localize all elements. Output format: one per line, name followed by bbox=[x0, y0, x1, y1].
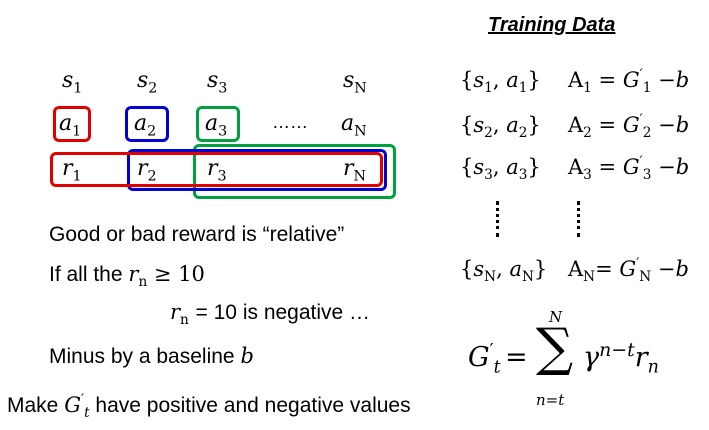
blue-box-rewards bbox=[127, 149, 387, 191]
ellipsis: …… bbox=[272, 112, 308, 132]
vertical-dots-advantages bbox=[577, 201, 583, 237]
text-relative: Good or bad reward is “relative” bbox=[49, 223, 345, 246]
blue-box-a2 bbox=[125, 106, 169, 142]
state-s1: s1 bbox=[62, 68, 83, 97]
text-negative: rn = 10 is negative … bbox=[170, 300, 371, 329]
advantage-3: A3 = G′3 −b bbox=[568, 154, 690, 184]
red-box-a1 bbox=[53, 106, 91, 142]
action-aN: aN bbox=[341, 111, 367, 140]
reward-r2: r2 bbox=[137, 156, 157, 185]
state-s2: s2 bbox=[137, 68, 158, 97]
state-s3: s3 bbox=[207, 68, 228, 97]
green-box-a3 bbox=[196, 106, 240, 142]
formula-sigma: ∑ bbox=[536, 318, 574, 378]
formula-sum-lower: n=t bbox=[536, 391, 565, 409]
training-data-title: Training Data bbox=[488, 14, 616, 36]
advantage-N: AN= G′N −b bbox=[568, 256, 689, 286]
reward-r3: r3 bbox=[207, 156, 227, 185]
advantage-1: A1 = G′1 −b bbox=[568, 67, 690, 97]
state-sN: sN bbox=[343, 68, 367, 97]
formula-lhs: G′t bbox=[468, 341, 501, 378]
action-a1: a1 bbox=[59, 111, 82, 140]
reward-r1: r1 bbox=[62, 156, 82, 185]
text-make-gt: Make G′t have positive and negative valu… bbox=[7, 392, 411, 422]
advantage-2: A2 = G′2 −b bbox=[568, 112, 690, 142]
red-box-rewards bbox=[50, 152, 383, 187]
pair-N: {sN, aN} bbox=[460, 257, 548, 286]
formula-equals: = bbox=[505, 342, 528, 373]
pair-2: {s2, a2} bbox=[460, 113, 541, 142]
pair-1: {s1, a1} bbox=[460, 68, 541, 97]
text-if-all: If all the rn ≥ 10 bbox=[49, 262, 205, 291]
action-a2: a2 bbox=[134, 111, 157, 140]
green-box-rewards bbox=[193, 144, 396, 199]
action-a3: a3 bbox=[205, 111, 228, 140]
vertical-dots-pairs bbox=[496, 201, 502, 237]
pair-3: {s3, a3} bbox=[460, 155, 541, 184]
reward-rN: rN bbox=[343, 156, 367, 185]
text-baseline: Minus by a baseline b bbox=[49, 344, 254, 368]
formula-body: γn−trn bbox=[583, 339, 659, 378]
formula-sum-upper: N bbox=[549, 308, 563, 326]
